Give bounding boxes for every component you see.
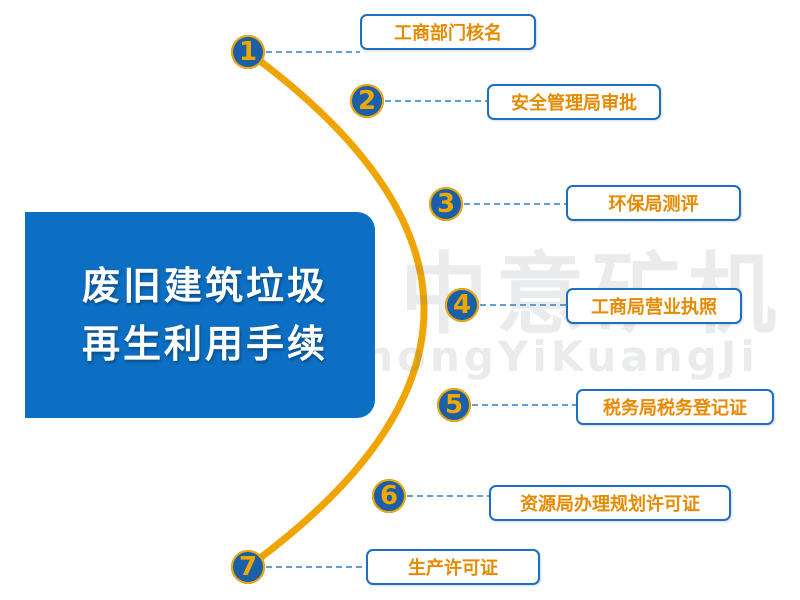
- timeline-arc: [244, 48, 428, 571]
- title-panel: 废旧建筑垃圾 再生利用手续: [25, 212, 375, 418]
- step-box-4: 工商局营业执照: [566, 288, 742, 324]
- step-number-2: 2: [350, 84, 384, 118]
- step-number-1: 1: [231, 35, 265, 69]
- title-line-1: 废旧建筑垃圾: [81, 264, 328, 308]
- step-box-2: 安全管理局审批: [487, 84, 661, 120]
- title-line-2: 再生利用手续: [81, 322, 328, 366]
- step-box-7: 生产许可证: [366, 549, 540, 585]
- step-number-3: 3: [429, 187, 463, 221]
- step-box-6: 资源局办理规划许可证: [489, 485, 731, 521]
- step-number-4: 4: [445, 288, 479, 322]
- step-box-5: 税务局税务登记证: [576, 389, 774, 425]
- step-number-6: 6: [372, 479, 406, 513]
- step-box-1: 工商部门核名: [360, 14, 536, 50]
- step-number-7: 7: [231, 550, 265, 584]
- connector-lines: [266, 51, 576, 568]
- step-number-5: 5: [437, 388, 471, 422]
- step-box-3: 环保局测评: [566, 185, 741, 221]
